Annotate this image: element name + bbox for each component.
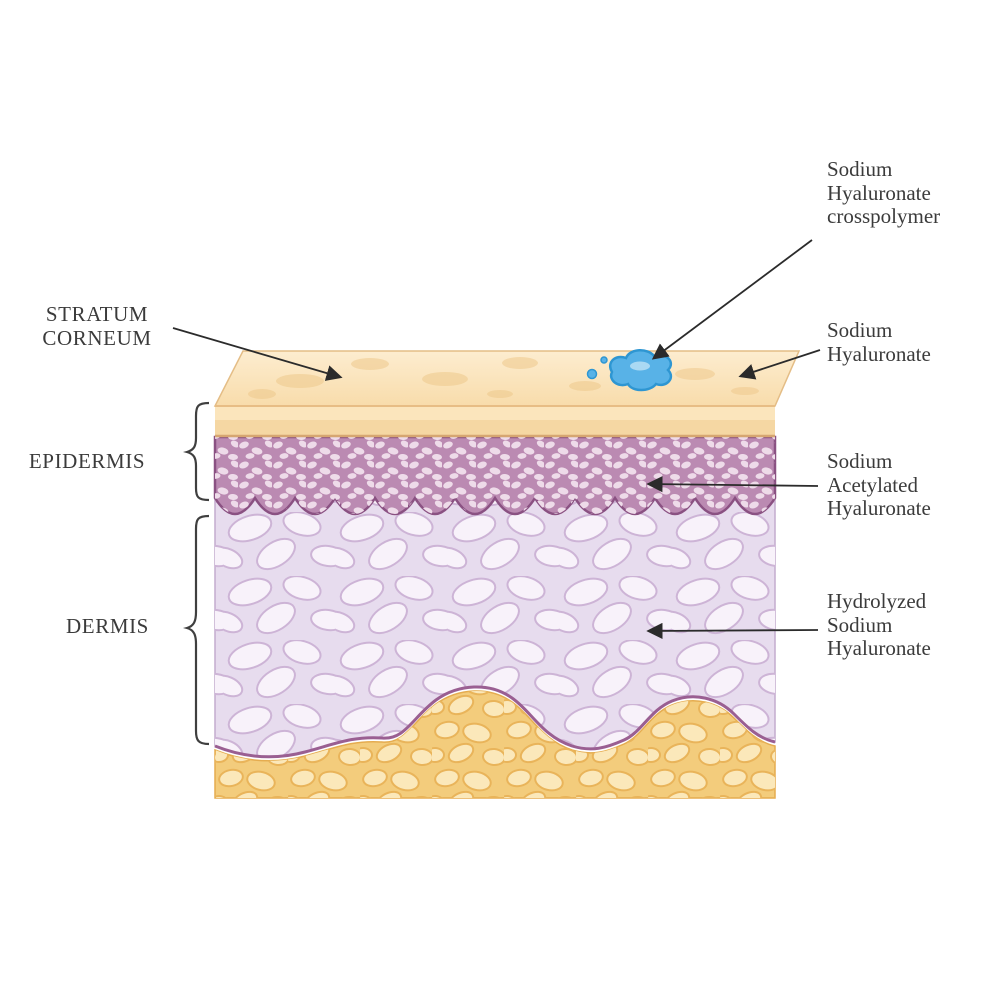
label-dermis: DERMIS (66, 614, 149, 638)
arrow-sodium-hyaluronate (738, 349, 821, 380)
label-hydrolyzed-sodium-hyaluronate: Hydrolyzed Sodium Hyaluronate (827, 589, 931, 661)
fat-layer (214, 690, 776, 799)
brace-epidermis (183, 401, 210, 502)
stratum-corneum-layer (215, 405, 775, 437)
arrow-stratum-corneum (172, 327, 343, 381)
label-stratum-corneum: STRATUM CORNEUM (42, 302, 152, 350)
dermis-layer (214, 469, 776, 759)
brace-dermis (183, 514, 210, 746)
skin-surface-dimples (248, 357, 759, 399)
epidermis-layer (213, 434, 777, 516)
label-epidermis: EPIDERMIS (28, 449, 146, 473)
label-sodium-acetylated-hyaluronate: Sodium Acetylated Hyaluronate (827, 449, 931, 521)
arrow-acetylated (646, 476, 819, 493)
label-sodium-hyaluronate-crosspolymer: Sodium Hyaluronate crosspolymer (827, 157, 941, 229)
arrow-hydrolyzed (646, 622, 819, 640)
skin-top-face (213, 350, 801, 407)
label-sodium-hyaluronate: Sodium Hyaluronate (827, 318, 931, 366)
serum-droplet (586, 349, 673, 392)
arrow-crosspolymer (651, 239, 813, 360)
